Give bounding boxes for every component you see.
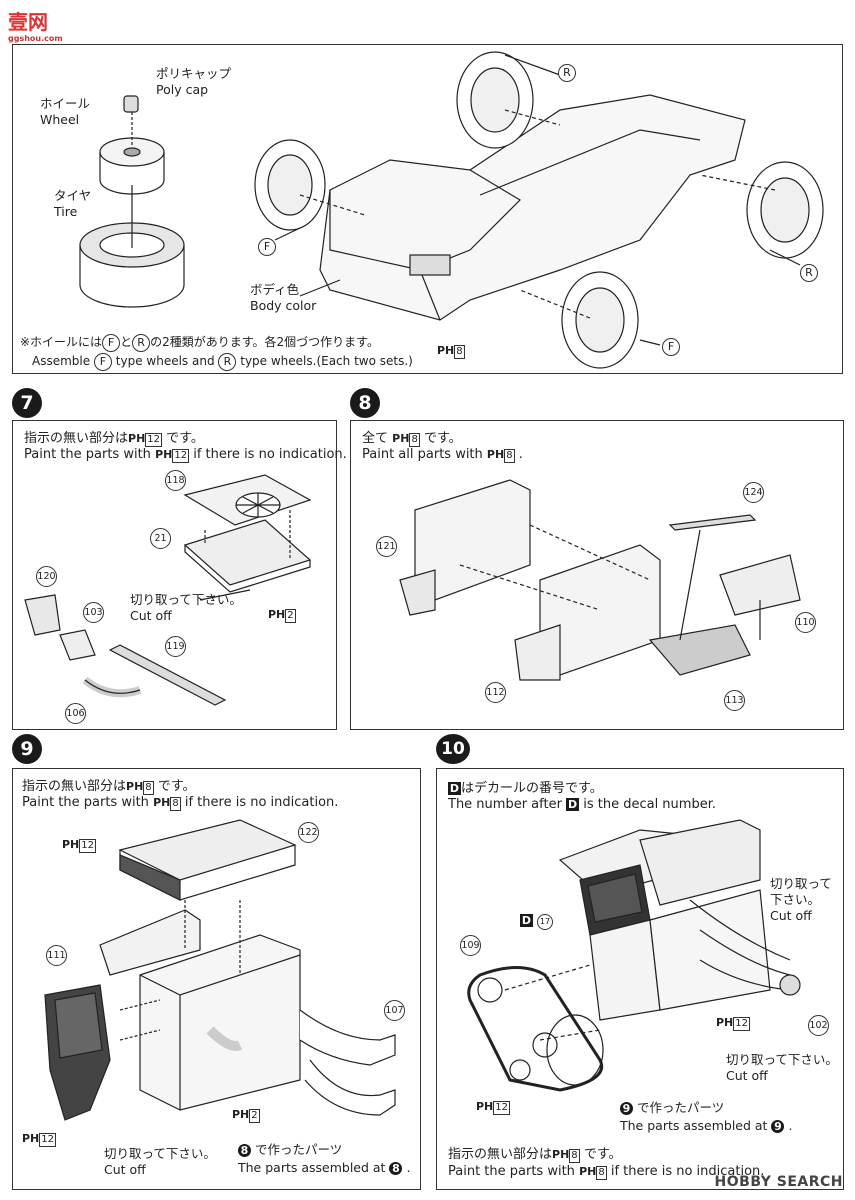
part-113: 113	[724, 690, 745, 711]
part-110: 110	[795, 612, 816, 633]
part-122: 122	[298, 822, 319, 843]
step-9-badge: 9	[12, 734, 42, 764]
body-color-label-jp: ボディ色	[250, 282, 300, 297]
hobby-search-watermark: HOBBY SEARCH	[714, 1174, 843, 1190]
step-8-badge: 8	[350, 388, 380, 418]
wheel-r-marker-rear-right: R	[800, 264, 818, 282]
wheel-note-en: Assemble F type wheels and R type wheels…	[32, 353, 413, 371]
step-9-assembled-en: The parts assembled at 8 .	[238, 1160, 411, 1175]
tire-label-jp: タイヤ	[54, 188, 92, 203]
step-9-panel	[12, 768, 421, 1190]
step-10-decal-17: D 17	[520, 912, 553, 930]
part-112: 112	[485, 682, 506, 703]
step-10-cut-b-jp: 切り取って下さい。	[726, 1052, 838, 1067]
part-111: 111	[46, 945, 67, 966]
step-10-cut-a-jp1: 切り取って	[770, 876, 832, 891]
step-7-badge: 7	[12, 388, 42, 418]
step-7-cut-en: Cut off	[130, 608, 172, 623]
part-21: 21	[150, 528, 171, 549]
part-107: 107	[384, 1000, 405, 1021]
part-103: 103	[83, 602, 104, 623]
part-124: 124	[743, 482, 764, 503]
logo-text: 壹网	[8, 10, 48, 34]
part-120: 120	[36, 566, 57, 587]
part-119: 119	[165, 636, 186, 657]
step-10-decal-note-en: The number after D is the decal number.	[448, 797, 716, 812]
step-10-cut-b-en: Cut off	[726, 1068, 768, 1083]
wheel-label-en: Wheel	[40, 112, 80, 127]
step-7-cut-jp: 切り取って下さい。	[130, 592, 242, 607]
step-10-cut-a-jp2: 下さい。	[770, 892, 821, 907]
step-10-assembled-en: The parts assembled at 9 .	[620, 1118, 793, 1133]
polycap-label-jp: ポリキャップ	[156, 66, 232, 81]
step-9-assembled-jp: 8 で作ったパーツ	[238, 1142, 342, 1158]
polycap-label-en: Poly cap	[156, 82, 209, 97]
site-logo: 壹网 ggshou.com	[8, 6, 63, 43]
step-10-assembled-jp: 9 で作ったパーツ	[620, 1100, 724, 1116]
step-7-panel	[12, 420, 337, 730]
step-8-panel	[350, 420, 844, 730]
part-121: 121	[376, 536, 397, 557]
step-10-badge: 10	[436, 734, 470, 764]
part-118: 118	[165, 470, 186, 491]
wheel-r-marker-rear-left: R	[558, 64, 576, 82]
part-109: 109	[460, 935, 481, 956]
logo-subtext: ggshou.com	[8, 34, 63, 43]
wheel-label-jp: ホイール	[40, 96, 91, 111]
body-color-label-en: Body color	[250, 298, 317, 313]
step-10-cut-a-en: Cut off	[770, 908, 812, 923]
wheel-f-marker-front-left: F	[258, 238, 276, 256]
top-panel	[12, 44, 843, 374]
wheel-f-marker-front-right: F	[662, 338, 680, 356]
step-9-cut-en: Cut off	[104, 1162, 146, 1177]
tire-label-en: Tire	[54, 204, 78, 219]
step-9-cut-jp: 切り取って下さい。	[104, 1146, 216, 1161]
part-102: 102	[808, 1015, 829, 1036]
part-106: 106	[65, 703, 86, 724]
